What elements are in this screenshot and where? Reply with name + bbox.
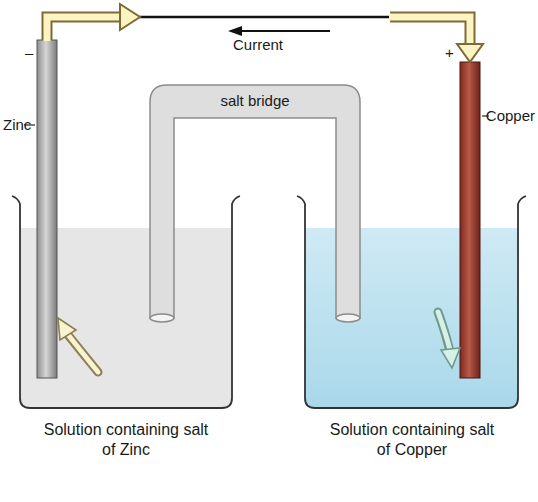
wire — [138, 16, 392, 19]
ion-arrow — [66, 332, 98, 372]
terminal-sign: – — [25, 44, 33, 63]
zinc-electrode — [37, 40, 57, 378]
arrowhead — [441, 348, 460, 368]
electrode-label: Zinc — [3, 116, 31, 135]
ion-arrow — [438, 312, 450, 350]
arrowhead — [457, 44, 483, 62]
electron-flow-arrow — [390, 17, 470, 46]
salt-bridge-tube — [150, 85, 360, 318]
current-arrow — [240, 30, 330, 32]
salt-bridge-label: salt bridge — [220, 92, 289, 111]
solution-caption: Solution containing salt of Copper — [327, 420, 497, 460]
electron-flow-arrow — [389, 17, 470, 47]
electron-flow-arrow — [47, 17, 122, 40]
arrowhead — [228, 26, 242, 36]
tube-end — [150, 314, 174, 322]
electron-flow-arrow — [47, 17, 123, 41]
solution-caption: Solution containing salt of Zinc — [41, 420, 211, 460]
ion-arrow — [64, 330, 98, 372]
beaker — [297, 196, 526, 408]
ion-arrow — [438, 312, 450, 352]
arrowhead — [120, 4, 140, 30]
arrowhead — [58, 318, 76, 340]
electrode-label: Copper — [486, 107, 535, 126]
current-label: Current — [233, 36, 283, 55]
tube-end — [336, 314, 360, 322]
copper-electrode — [460, 62, 480, 378]
terminal-sign: + — [445, 44, 454, 63]
